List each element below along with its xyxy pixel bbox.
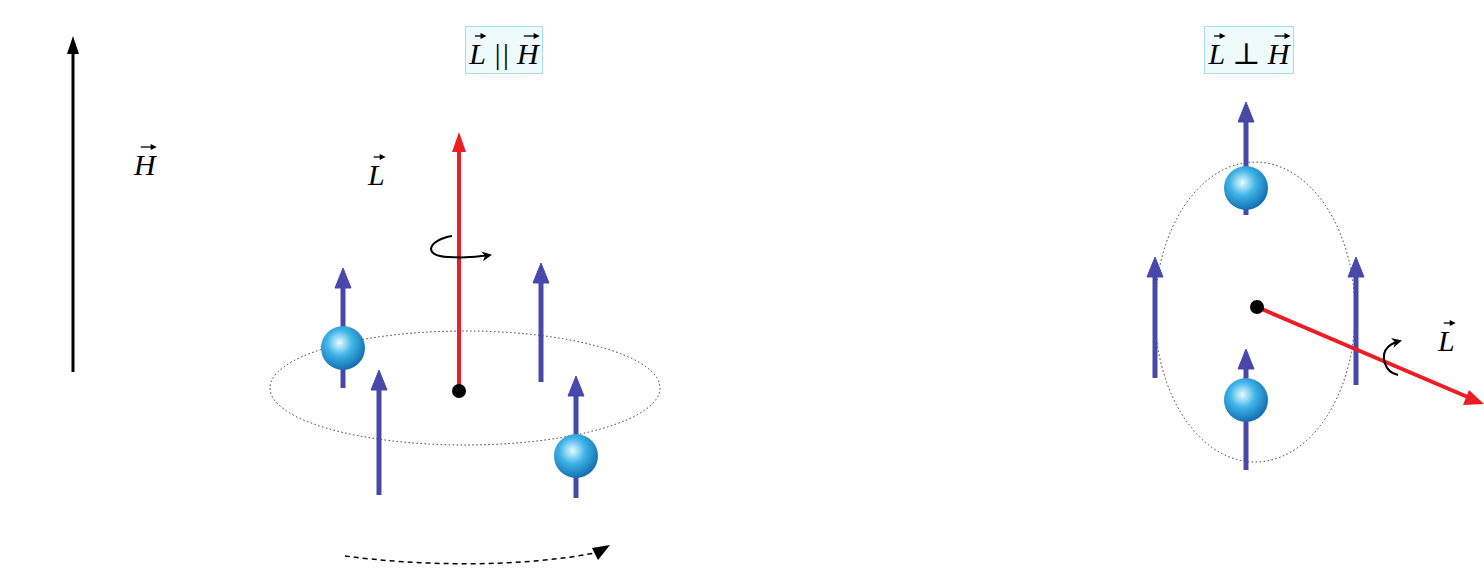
motion-arrowhead bbox=[592, 545, 610, 560]
particle bbox=[321, 326, 365, 370]
vector-label: L bbox=[368, 160, 385, 190]
condition-text: L || H bbox=[469, 39, 538, 69]
vector-accent bbox=[1444, 322, 1453, 323]
condition-box: L || H bbox=[465, 26, 543, 74]
particle bbox=[1224, 378, 1268, 422]
condition-text: L ⊥ H bbox=[1208, 39, 1289, 69]
vector-label: H bbox=[134, 150, 156, 180]
particle bbox=[1224, 166, 1268, 210]
field-arrow bbox=[72, 50, 75, 372]
angular-momentum-arrowhead bbox=[1463, 390, 1484, 405]
spin-arrows bbox=[1147, 102, 1364, 470]
vector-accent bbox=[141, 146, 154, 147]
vector-accent bbox=[374, 156, 383, 157]
condition-box: L ⊥ H bbox=[1204, 26, 1294, 74]
center-dot bbox=[452, 384, 466, 398]
center-dot bbox=[1250, 300, 1264, 314]
orbit-ellipse bbox=[1155, 162, 1355, 462]
rotation-curl bbox=[1384, 341, 1400, 375]
angular-momentum-arrowhead bbox=[452, 132, 466, 152]
angular-momentum-arrow bbox=[1257, 307, 1470, 398]
motion-arc bbox=[345, 552, 600, 564]
rotation-curl bbox=[431, 236, 490, 257]
field-arrowhead bbox=[67, 36, 79, 54]
vector-label: L bbox=[1438, 326, 1455, 356]
angular-momentum-arrow bbox=[457, 148, 461, 390]
particle bbox=[554, 434, 598, 478]
